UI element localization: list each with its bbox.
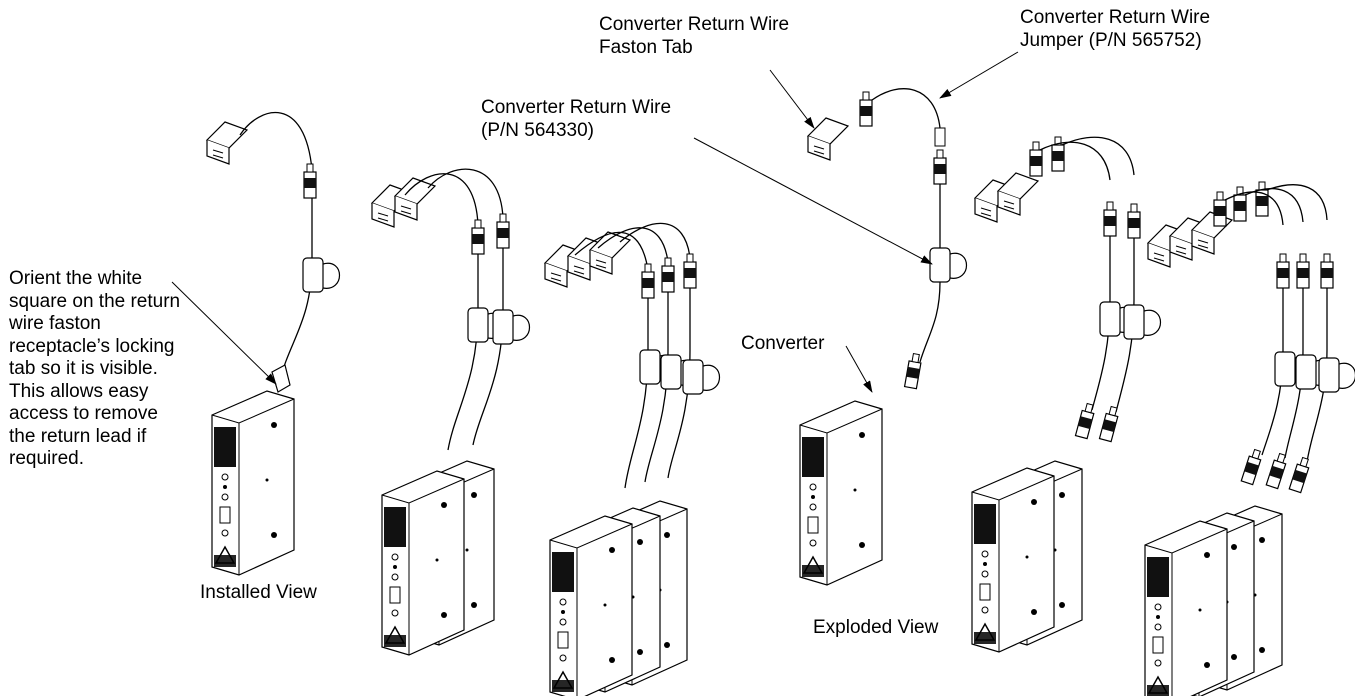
exploded-double-assembly <box>971 136 1162 653</box>
installed-view-label: Installed View <box>200 582 317 603</box>
jumper-leader <box>939 51 1019 99</box>
exploded-view-label: Exploded View <box>813 617 939 638</box>
exploded-single-assembly <box>799 88 968 586</box>
installed-triple-assembly <box>544 222 721 696</box>
return-wire-leader <box>693 137 933 265</box>
faston-tab-leader <box>769 69 815 129</box>
converter-label: Converter <box>741 333 825 354</box>
installed-single-assembly <box>206 111 341 576</box>
converter-leader <box>845 345 873 393</box>
orient-note: Orient the white square on the return wi… <box>9 268 181 469</box>
installed-double-assembly <box>371 168 531 656</box>
orient-note-leader <box>171 281 277 385</box>
exploded-triple-assembly <box>1144 181 1355 696</box>
return-wire-label: Converter Return Wire(P/N 564330) <box>481 97 672 141</box>
